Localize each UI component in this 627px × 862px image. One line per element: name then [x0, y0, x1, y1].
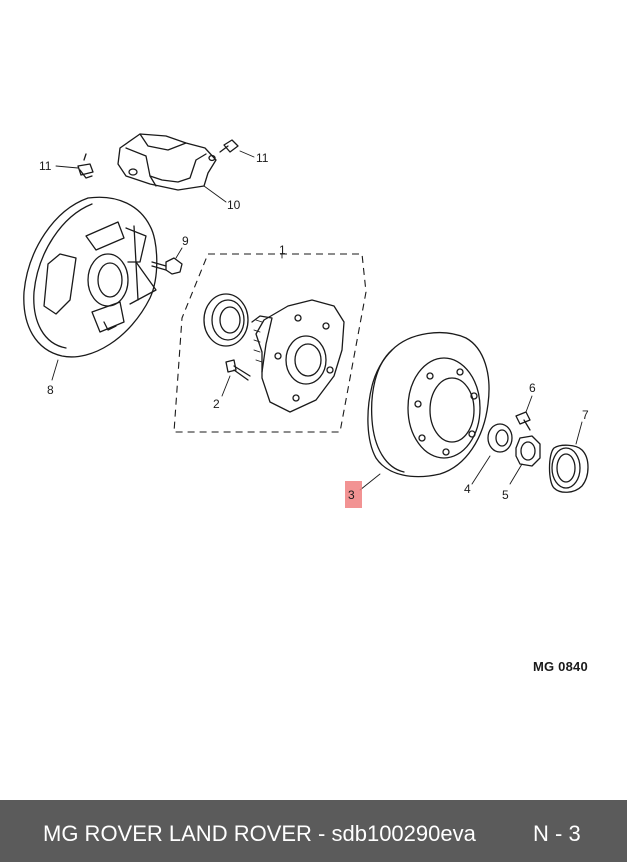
footer-title: MG ROVER LAND ROVER - sdb100290eva [43, 821, 476, 846]
footer-page-number: N - 3 [533, 821, 581, 846]
part-5-nut [509, 435, 541, 485]
callout-7: 7 [582, 408, 589, 422]
callout-8: 8 [47, 383, 54, 397]
hub-seal [203, 293, 249, 347]
part-1-hub-assembly-group [173, 253, 367, 433]
part-2-stud [221, 359, 251, 397]
part-6-screw [515, 395, 533, 431]
callout-4: 4 [464, 482, 471, 496]
callout-3-highlight [345, 481, 362, 508]
callout-11-right: 11 [256, 151, 269, 165]
part-10-bracket [117, 133, 227, 203]
part-7-dust-cap [548, 421, 589, 493]
callout-9: 9 [182, 234, 189, 248]
part-3-brake-disc [359, 332, 490, 491]
footer-bar: MG ROVER LAND ROVER - sdb100290eva N - 3 [0, 800, 627, 862]
part-11-bolt-left [55, 153, 94, 179]
part-4-washer [471, 423, 513, 485]
part-9-bolt [151, 247, 183, 275]
callout-11-left: 11 [39, 159, 52, 173]
callout-10: 10 [227, 198, 241, 212]
callout-1: 1 [279, 243, 286, 257]
callout-5: 5 [502, 488, 509, 502]
callout-3: 3 [348, 488, 355, 502]
part-8-backing-plate [23, 196, 158, 381]
part-11-bolt-right [219, 139, 255, 158]
hub-flange [251, 299, 345, 413]
callout-6: 6 [529, 381, 536, 395]
callout-2: 2 [213, 397, 220, 411]
drawing-reference: MG 0840 [533, 659, 588, 674]
exploded-parts-diagram: 1 2 3 4 5 6 7 8 9 10 11 11 [23, 133, 589, 508]
